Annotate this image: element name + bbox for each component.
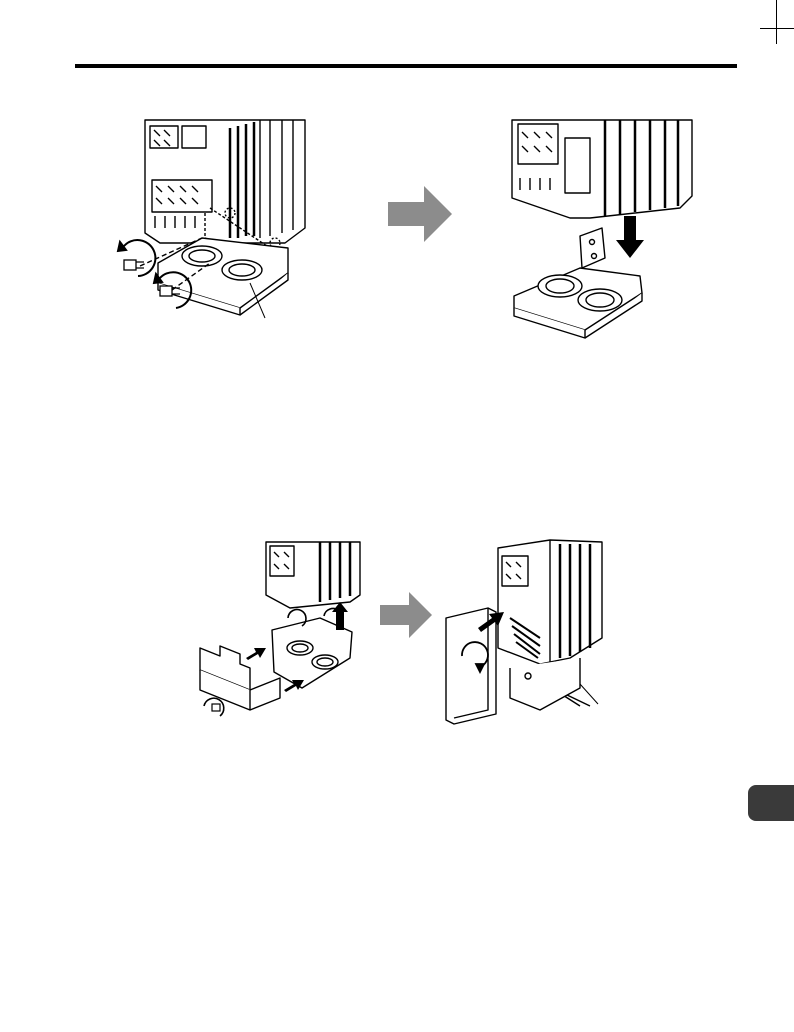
figure-attach-front-cover <box>440 538 620 723</box>
cover-kit-assembly-drawing <box>190 540 370 725</box>
screw-icon <box>212 704 220 711</box>
crop-mark-horizontal <box>760 28 794 29</box>
drive-bottom-removal-drawing <box>110 118 325 328</box>
header-rule <box>75 64 737 68</box>
step-arrow-1 <box>388 186 452 242</box>
figure-assemble-cover-kit <box>190 540 370 725</box>
step-arrow-2 <box>380 592 432 638</box>
crop-mark-vertical <box>776 0 777 44</box>
bracket-attach-drawing <box>510 118 700 353</box>
figure-remove-bottom-cover <box>110 118 325 328</box>
push-arrow-icon <box>246 648 266 660</box>
chapter-tab <box>748 785 794 821</box>
push-down-arrow-icon <box>616 216 644 258</box>
front-cover-attach-drawing <box>440 538 620 723</box>
figure-attach-bracket <box>510 118 700 353</box>
